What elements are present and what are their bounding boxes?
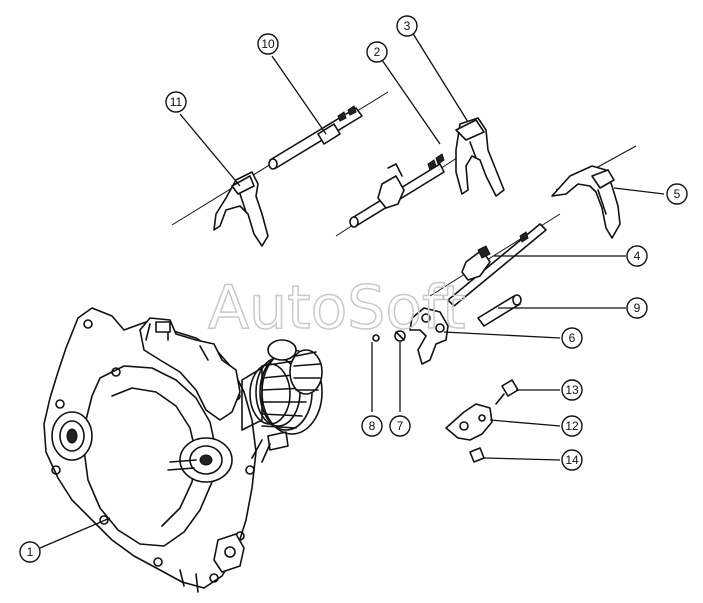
watermark-text: AutoSoft	[208, 273, 466, 343]
shift-rod-10	[268, 105, 363, 170]
shift-fork-5	[551, 165, 621, 239]
callout-6: 6	[561, 327, 583, 349]
svg-text:6: 6	[569, 331, 576, 345]
svg-text:9: 9	[634, 301, 641, 315]
callout-14: 14	[561, 449, 583, 471]
callout-3: 3	[396, 15, 418, 37]
svg-text:5: 5	[674, 187, 681, 201]
callout-8: 8	[361, 415, 383, 437]
callout-5: 5	[666, 183, 688, 205]
callout-10: 10	[257, 33, 279, 55]
svg-text:11: 11	[170, 95, 183, 109]
bolt-13	[495, 379, 519, 405]
gear-cluster	[241, 339, 323, 463]
callout-1: 1	[19, 541, 41, 563]
svg-text:12: 12	[565, 419, 579, 433]
callout-12: 12	[561, 415, 583, 437]
svg-text:10: 10	[261, 37, 275, 51]
selector-lever-6	[409, 307, 449, 365]
pin-9	[477, 294, 522, 327]
svg-text:3: 3	[404, 19, 411, 33]
svg-text:2: 2	[374, 45, 381, 59]
leader-lines	[39, 31, 665, 549]
shift-fork-3	[455, 117, 505, 197]
transmission-case	[43, 307, 323, 593]
svg-text:7: 7	[397, 419, 404, 433]
spring-7	[394, 330, 406, 342]
shift-rod-4	[447, 223, 547, 307]
svg-text:4: 4	[634, 249, 641, 263]
bolt-14	[469, 447, 485, 463]
callout-4: 4	[626, 245, 648, 267]
bracket-12	[445, 403, 493, 441]
svg-text:8: 8	[369, 419, 376, 433]
callout-7: 7	[389, 415, 411, 437]
callout-11: 11	[165, 91, 187, 113]
shift-fork-11	[213, 171, 269, 247]
svg-text:1: 1	[27, 545, 34, 559]
svg-text:14: 14	[565, 453, 579, 467]
callout-13: 13	[561, 379, 583, 401]
shift-rod-2	[349, 153, 445, 228]
svg-text:13: 13	[565, 383, 579, 397]
callout-2: 2	[366, 41, 388, 63]
ball-8	[372, 334, 380, 342]
callout-9: 9	[626, 297, 648, 319]
